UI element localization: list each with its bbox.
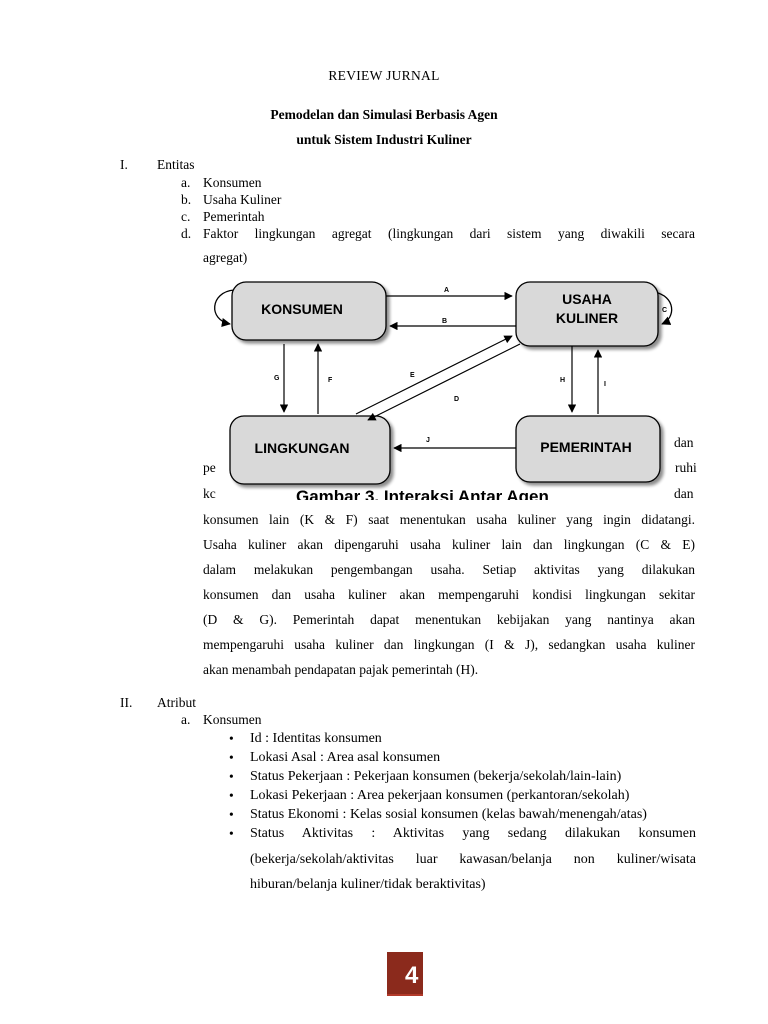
node-konsumen-label: KONSUMEN (261, 301, 343, 317)
fragment-left-3: kc (203, 486, 216, 501)
label-c: C (662, 307, 667, 314)
section-1-heading: Entitas (157, 157, 195, 172)
title-line-2: untuk Sistem Industri Kuliner (296, 132, 472, 147)
bullet-dot: • (229, 731, 234, 746)
bullet-continuation-1: (bekerja/sekolah/aktivitas luar kawasan/… (250, 852, 696, 867)
bullet-dot: • (229, 750, 234, 765)
paragraph-line-1: konsumen lain (K & F) saat menentukan us… (203, 512, 695, 527)
sub-a-heading: Konsumen (203, 712, 262, 727)
item-a-text: Konsumen (203, 175, 262, 190)
item-b-letter: b. (181, 192, 192, 207)
label-e: E (410, 372, 415, 379)
arrow-d (367, 343, 521, 421)
fragment-right-1: dan (674, 435, 694, 450)
label-f: F (328, 377, 333, 384)
paragraph-line-3: dalam melakukan pengembangan usaha. Seti… (203, 562, 695, 577)
node-kuliner-label: KULINER (556, 310, 618, 326)
section-2-heading: Atribut (157, 695, 196, 710)
paragraph-line-5: (D & G). Pemerintah dapat menentukan keb… (203, 612, 695, 627)
paragraph-line-2: Usaha kuliner akan dipengaruhi usaha kul… (203, 537, 695, 552)
item-d-continuation: agregat) (203, 250, 248, 265)
paragraph-line-7: akan menambah pendapatan pajak pemerinta… (203, 662, 479, 677)
fragment-right-2: ruhi (675, 460, 697, 475)
konsumen-box (231, 281, 387, 341)
label-d: D (454, 396, 459, 403)
item-d-text: Faktor lingkungan agregat (lingkungan da… (203, 226, 695, 241)
arrow-e (355, 335, 513, 415)
fragment-right-3: dan (674, 486, 694, 501)
fragment-left-2: pe (203, 460, 216, 475)
usaha-kuliner-box (515, 281, 659, 347)
sub-a-letter: a. (181, 712, 191, 727)
item-c-text: Pemerintah (203, 209, 265, 224)
agent-interaction-diagram: KONSUMEN USAHA KULINER LINGKUNGAN PEMERI… (214, 281, 673, 500)
item-c-letter: c. (181, 209, 191, 224)
label-b: B (442, 318, 447, 325)
section-2-numeral: II. (120, 695, 133, 710)
item-b-text: Usaha Kuliner (203, 192, 282, 207)
bullet-text: Lokasi Asal : Area asal konsumen (250, 750, 441, 765)
document-header: REVIEW JURNAL (328, 68, 440, 83)
node-lingkungan-label: LINGKUNGAN (255, 440, 350, 456)
bullet-text: Id : Identitas konsumen (250, 731, 382, 746)
section-1-numeral: I. (120, 157, 128, 172)
node-pemerintah-label: PEMERINTAH (540, 439, 632, 455)
bullet-dot: • (229, 826, 234, 841)
bullet-dot: • (229, 769, 234, 784)
bullet-text: Status Pekerjaan : Pekerjaan konsumen (b… (250, 769, 622, 784)
diagram-caption: Gambar 3. Interaksi Antar Agen (296, 487, 549, 500)
bullet-text: Status Aktivitas : Aktivitas yang sedang… (250, 826, 696, 841)
bullet-text: Lokasi Pekerjaan : Area pekerjaan konsum… (250, 788, 630, 803)
label-i: I (604, 381, 606, 388)
item-d-letter: d. (181, 226, 192, 241)
bullet-dot: • (229, 807, 234, 822)
node-usaha-label: USAHA (562, 291, 612, 307)
label-g: G (274, 375, 280, 382)
label-h: H (560, 377, 565, 384)
paragraph-line-6: mempengaruhi usaha kuliner dan lingkunga… (203, 637, 695, 652)
page-number: 4 (405, 962, 419, 989)
label-a: A (444, 287, 449, 294)
bullet-dot: • (229, 788, 234, 803)
pemerintah-box (515, 415, 661, 483)
lingkungan-box (229, 415, 391, 485)
label-j: J (426, 437, 430, 444)
item-a-letter: a. (181, 175, 191, 190)
bullet-continuation-2: hiburan/belanja kuliner/tidak beraktivit… (250, 877, 486, 892)
title-line-1: Pemodelan dan Simulasi Berbasis Agen (270, 107, 498, 122)
page-number-badge (387, 952, 423, 994)
paragraph-line-4: konsumen dan usaha kuliner akan mempenga… (203, 587, 695, 602)
page-number-underline (387, 994, 423, 996)
bullet-text: Status Ekonomi : Kelas sosial konsumen (… (250, 807, 647, 822)
